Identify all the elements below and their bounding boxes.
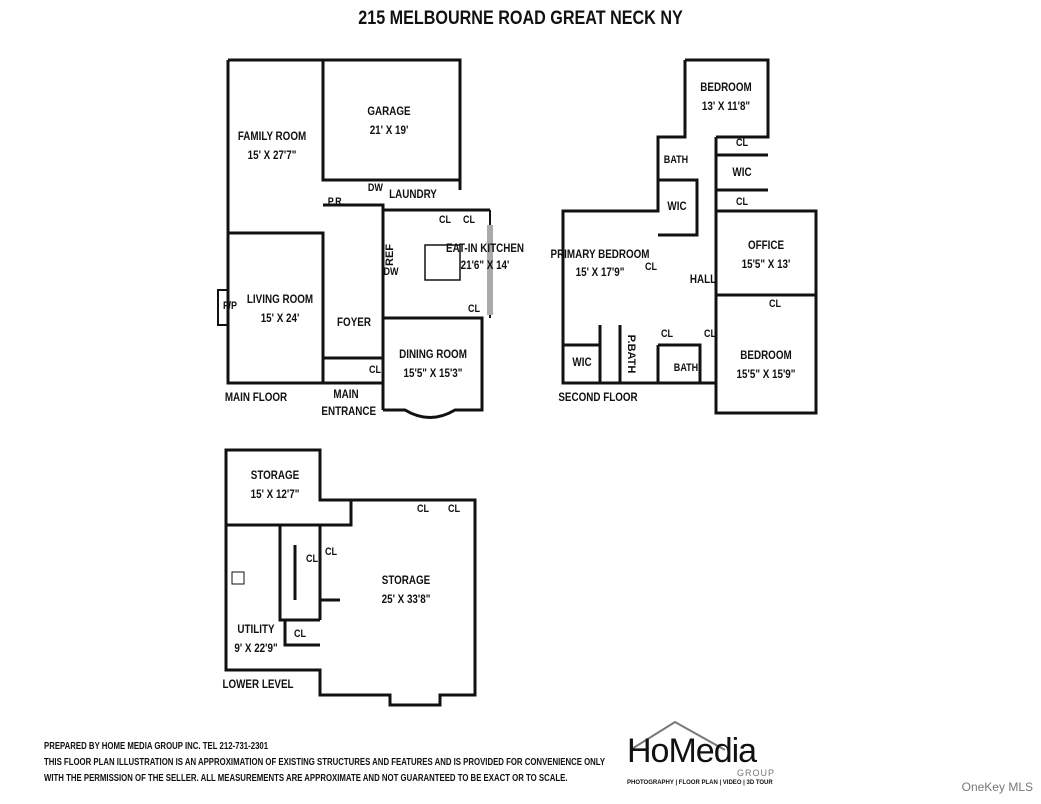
hall-label: HALL [689,272,717,286]
closet-label: CL [438,214,452,226]
closet-label: CL [644,261,658,273]
closet-label: CL [768,298,782,310]
powder-room-label: P.R. [327,196,345,208]
closet-label: CL [735,196,749,208]
closet-label: CL [305,553,319,565]
prepared-by-text: PREPARED BY HOME MEDIA GROUP INC. TEL 21… [44,741,269,752]
lower-level-label: LOWER LEVEL [222,677,294,691]
bath-label-2: BATH [673,362,699,374]
house-roof-icon [629,720,726,751]
mls-watermark: OneKey MLS [961,780,1033,794]
closet-label: CL [703,328,717,340]
closet-label: CL [368,364,382,376]
closet-label: CL [462,214,476,226]
wic-label: WIC [667,199,687,213]
disclaimer-line-1: THIS FLOOR PLAN ILLUSTRATION IS AN APPRO… [44,757,606,768]
fireplace-label: F/P [222,300,238,312]
laundry-label: LAUNDRY [389,187,437,201]
closet-label: CL [293,628,307,640]
main-floor-label: MAIN FLOOR [224,390,288,404]
closet-label: CL [735,137,749,149]
main-entrance-label: MAIN ENTRANCE [321,387,377,418]
closet-label: CL [416,503,430,515]
wic-label-3: WIC [572,355,592,369]
closet-label: CL [447,503,461,515]
foyer-label: FOYER [337,315,371,329]
dishwasher-label: DW [367,182,383,194]
closet-label: CL [467,303,481,315]
page-title: 215 MELBOURNE ROAD GREAT NECK NY [358,8,683,29]
lower-level-walls [224,448,477,707]
bath-label: BATH [663,154,689,166]
homedia-logo: HoMedia GROUP PHOTOGRAPHY | FLOOR PLAN |… [625,720,785,790]
wic-label-2: WIC [732,165,752,179]
closet-label: CL [660,328,674,340]
second-floor-label: SECOND FLOOR [558,390,638,404]
powder-bath-label: P.BATH [625,334,637,374]
closet-label: CL [324,546,338,558]
main-floor-walls [217,58,493,419]
second-floor-walls [561,58,818,415]
refrigerator-label: REF [384,244,396,266]
disclaimer-line-2: WITH THE PERMISSION OF THE SELLER. ALL M… [44,773,568,784]
dishwasher-label-2: DW [383,266,399,278]
